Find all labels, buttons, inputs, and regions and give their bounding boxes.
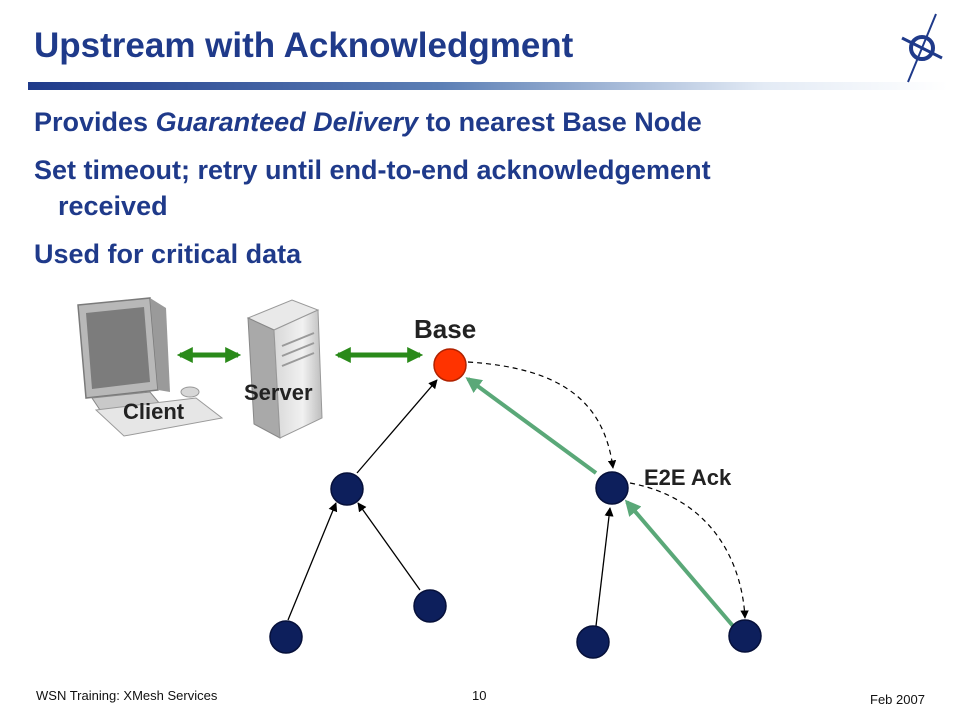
ack-arc [629,482,749,619]
bullet-list: Provides Guaranteed Delivery to nearest … [34,104,914,284]
mesh-node [576,625,610,659]
e2e-ack-label: E2E Ack [644,465,732,490]
upstream-path [465,377,598,475]
ack-arc [467,361,617,469]
base-node [433,348,467,382]
title-underline [28,82,948,90]
footer-date: Feb 2007 [870,692,925,707]
bullet-guaranteed-delivery: Provides Guaranteed Delivery to nearest … [34,107,702,137]
mesh-node [595,471,629,505]
tree-link [357,502,421,591]
mesh-node [330,472,364,506]
client-label: Client [123,399,185,424]
tower-server-icon [246,299,323,439]
upstream-path [624,499,735,628]
server-label: Server [244,380,313,405]
compass-logo-icon [901,13,943,83]
slide-title: Upstream with Acknowledgment [34,26,574,65]
footer-page-number: 10 [472,688,487,703]
bullet-timeout-retry: Set timeout; retry until end-to-end ackn… [34,155,711,221]
tree-link [287,502,338,621]
base-label: Base [414,314,477,344]
footer-course: WSN Training: XMesh Services [36,688,218,703]
bullet-critical-data: Used for critical data [34,239,302,269]
mesh-node [728,619,762,653]
mesh-node [269,620,303,654]
desktop-computer-icon [77,297,224,437]
mesh-node [413,589,447,623]
tree-link [356,379,438,474]
tree-link [595,507,614,627]
